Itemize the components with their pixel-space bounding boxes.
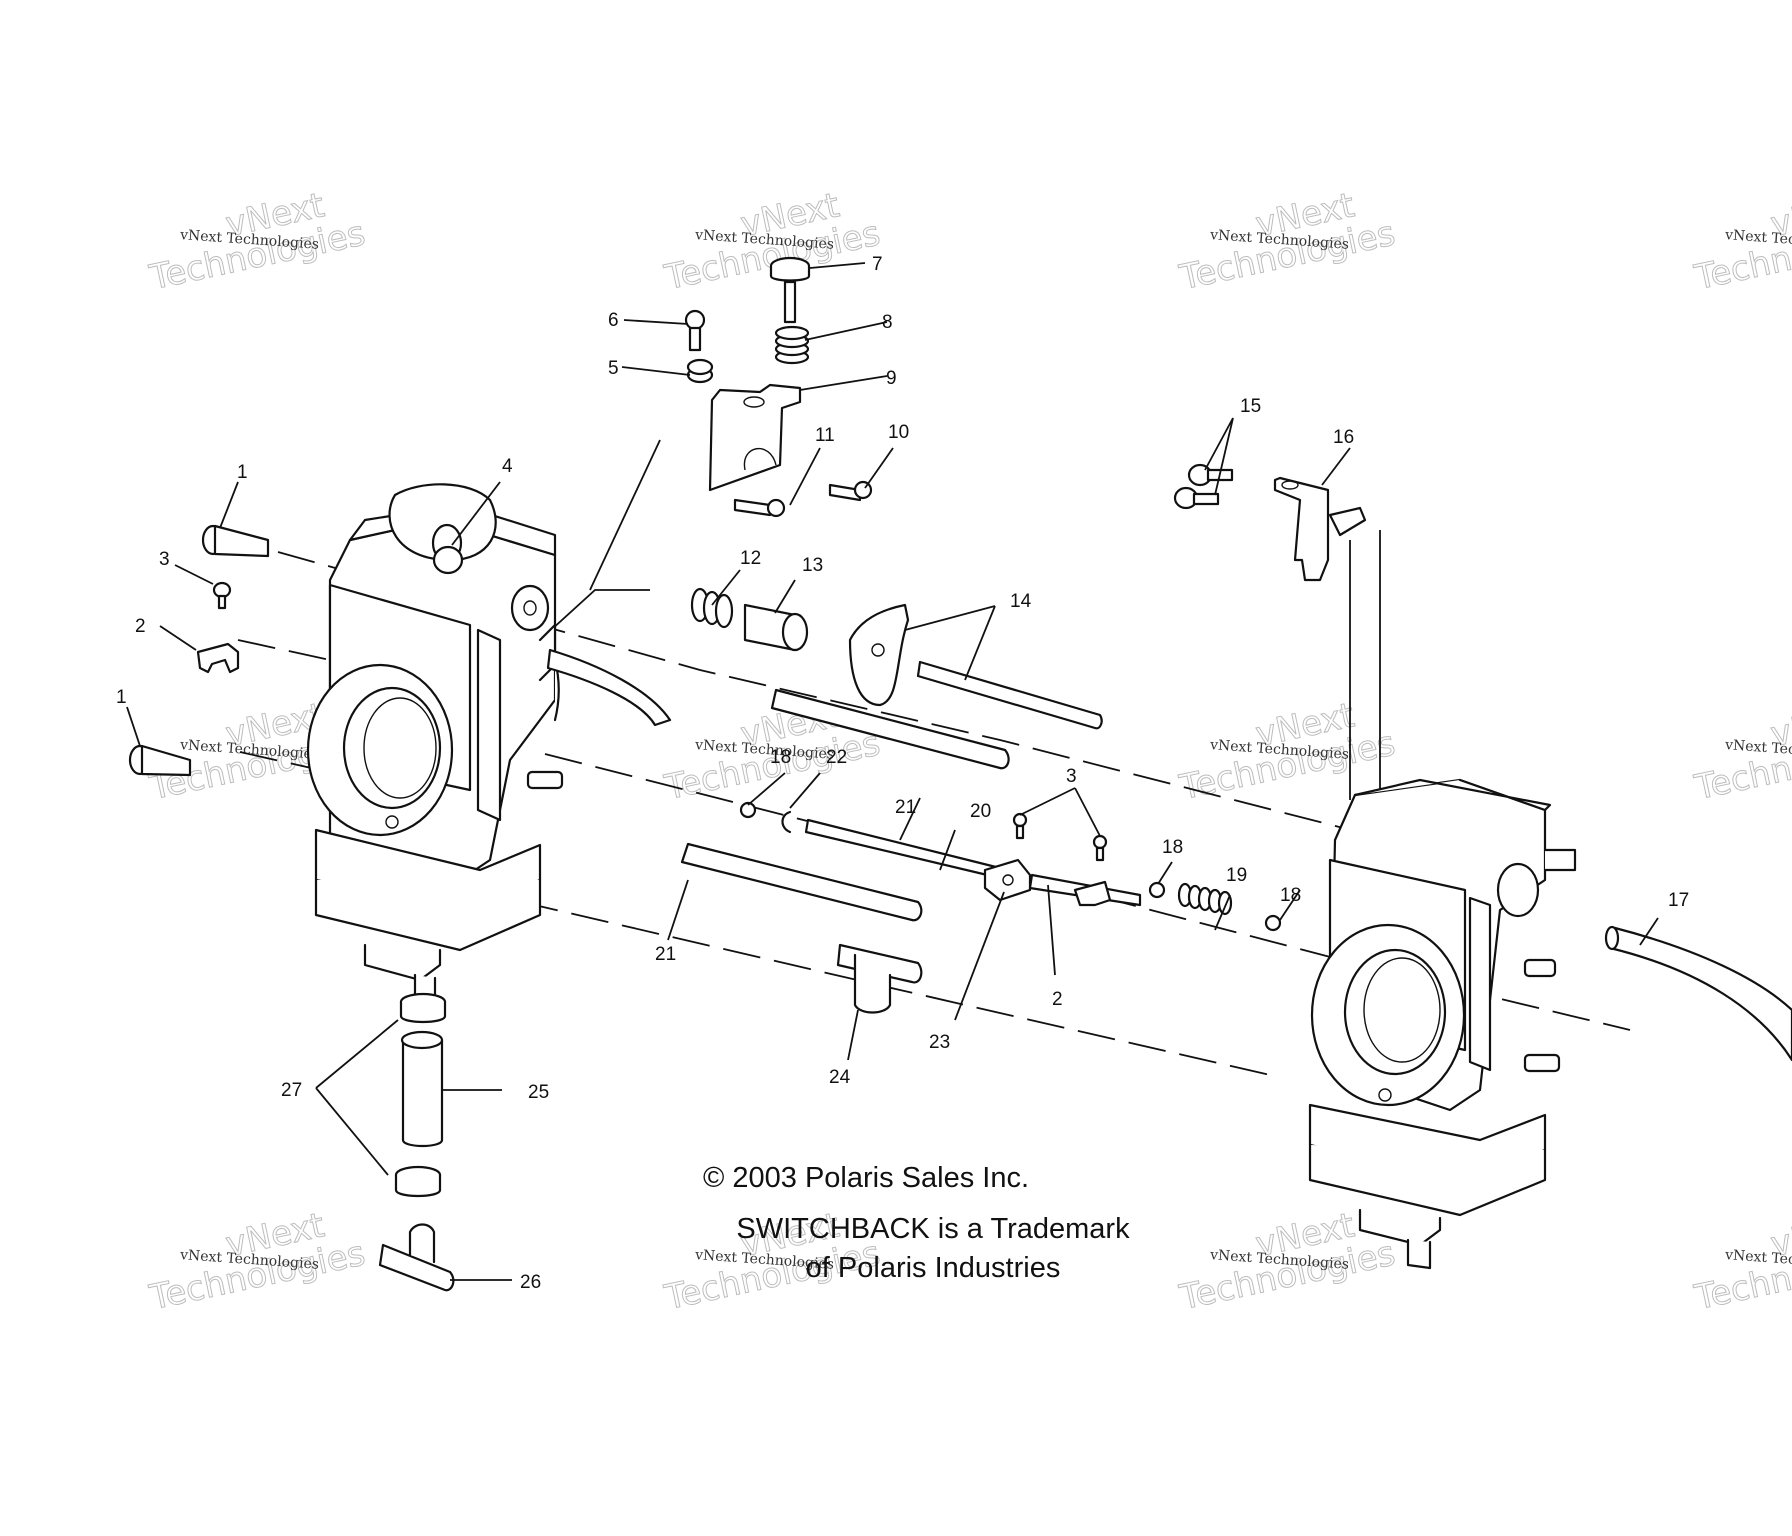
callout-18: 18 [1162,837,1183,858]
callout-17: 17 [1668,890,1689,911]
callout-2: 2 [1052,989,1063,1010]
callout-21: 21 [655,944,676,965]
callout-22: 22 [826,747,847,768]
callout-19: 19 [1226,865,1247,886]
callout-11: 11 [815,425,835,446]
callout-15: 15 [1240,396,1261,417]
right-carburetor-body [1308,778,1577,1270]
callout-20: 20 [970,801,991,822]
callout-13: 13 [802,555,823,576]
callout-21: 21 [895,797,916,818]
callout-12: 12 [740,548,761,569]
callout-25: 25 [528,1082,549,1103]
trademark-line-2: of Polaris Industries [806,1252,1061,1284]
callout-6: 6 [608,310,619,331]
callout-14: 14 [1010,591,1032,612]
part-3-screw [212,581,232,610]
parts-12-14-throttle-cam [690,587,1103,770]
callout-10: 10 [888,422,909,443]
part-4-pin [432,545,464,575]
parts-5-11-bracket-group [684,256,873,518]
callout-4: 4 [502,456,513,477]
left-carburetor-body [306,483,564,1004]
callout-numbers: 1 1 2 2 3 3 4 5 6 7 8 9 10 11 12 13 14 1… [116,254,1689,1293]
parts-25-27-drain-hose [378,992,455,1292]
callout-1: 1 [116,687,127,708]
part-1-bolts [128,524,270,777]
callout-leaders [126,262,1659,1281]
copyright-caption: © 2003 Polaris Sales Inc. SWITCHBACK is … [703,1162,1130,1284]
callout-8: 8 [882,312,893,333]
part-2-clamp [196,642,240,674]
callout-5: 5 [608,358,619,379]
trademark-line-1: SWITCHBACK is a Trademark [736,1213,1130,1245]
callout-2: 2 [135,616,146,637]
callout-26: 26 [520,1272,541,1293]
callout-18: 18 [1280,885,1301,906]
callout-9: 9 [886,368,897,389]
parts-18-22-linkage [739,801,1282,932]
parts-21-24-tubes [546,648,923,1014]
callout-1: 1 [237,462,248,483]
callout-24: 24 [829,1067,851,1088]
callout-3: 3 [1066,766,1077,787]
callout-16: 16 [1333,427,1354,448]
part-17-fuel-line [1604,925,1792,1062]
parts-15-16-bracket [1173,463,1367,582]
callout-23: 23 [929,1032,950,1053]
callout-7: 7 [872,254,883,275]
copyright-text: © 2003 Polaris Sales Inc. [703,1162,1029,1194]
callout-18: 18 [770,747,791,768]
callout-3: 3 [159,549,170,570]
callout-27: 27 [281,1080,302,1101]
